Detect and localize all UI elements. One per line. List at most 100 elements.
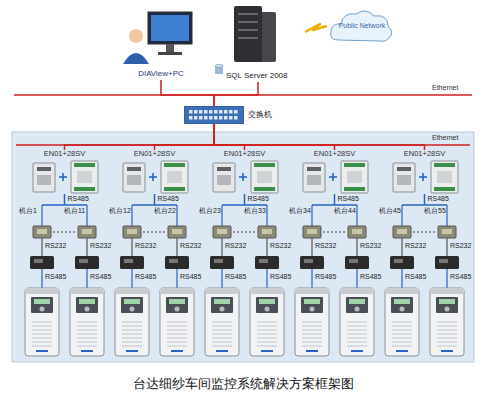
rs485-drop — [424, 194, 426, 205]
controller-node: EN01+28SV — [389, 150, 461, 194]
server-bay — [238, 29, 258, 30]
inverter-display — [169, 299, 185, 304]
controller-node: EN01+28SV — [299, 150, 371, 194]
plc-face — [77, 171, 92, 183]
plc-28sv — [251, 161, 278, 193]
switch-port — [214, 116, 218, 120]
inverter-grill — [257, 334, 277, 335]
inverter-top — [160, 288, 194, 294]
inverter-grill — [212, 334, 232, 335]
plus-sign — [152, 173, 154, 181]
switch-port — [209, 110, 213, 114]
plc-unit — [390, 256, 414, 269]
inverter-body — [385, 288, 419, 356]
bus-label: RS232 — [450, 242, 471, 250]
inverter-grill — [347, 338, 367, 339]
switch-port — [224, 116, 228, 120]
converter — [393, 226, 411, 238]
server-node: SQL Server 2008 — [212, 4, 304, 82]
plc-unit — [435, 256, 459, 269]
inverter-logo — [261, 350, 273, 352]
controller-node: EN01+28SV — [209, 150, 281, 194]
inverter-body — [250, 288, 284, 356]
bus-label: RS232 — [405, 242, 426, 250]
plc-terminals — [164, 163, 185, 167]
inverter-top — [340, 288, 374, 294]
rs232-wire — [356, 238, 357, 256]
inverter-logo — [36, 350, 48, 352]
rs485-bus — [42, 204, 87, 206]
switch-port — [209, 116, 213, 120]
inverter-knob — [400, 307, 405, 312]
monitor-base — [158, 52, 182, 55]
inverter-grill — [257, 330, 277, 331]
converter — [78, 226, 96, 238]
inverter-grill — [347, 334, 367, 335]
plc-unit — [120, 256, 144, 269]
plc-unit — [75, 256, 99, 269]
converter — [168, 226, 186, 238]
plc-terminals — [434, 163, 455, 167]
rs232-wire — [41, 238, 42, 256]
node-text: SQL Server 2008 — [226, 71, 288, 80]
dotted-link — [233, 232, 256, 233]
wireless-link — [305, 24, 327, 32]
inverter-knob — [265, 307, 270, 312]
inverter-grill — [77, 322, 97, 323]
plc-28sv — [341, 161, 368, 193]
switch-port — [199, 110, 203, 114]
inverter-grill — [392, 346, 412, 347]
inverter-grill — [122, 342, 142, 343]
plus-sign — [422, 173, 424, 181]
inverter-keypad — [121, 297, 143, 313]
inverter-grill — [437, 322, 457, 323]
inverter-knob — [40, 307, 45, 312]
machine-label: 机台45 — [379, 207, 401, 215]
rs232-wire — [176, 238, 177, 256]
plc-terminals — [164, 187, 185, 191]
inverter-logo — [396, 350, 408, 352]
inverter-top — [115, 288, 149, 294]
inverter-keypad — [436, 297, 458, 313]
inverter-grill — [257, 338, 277, 339]
inverter-logo — [216, 350, 228, 352]
converter-face — [37, 229, 47, 234]
inverter-grill — [122, 326, 142, 327]
inverter-grill — [302, 330, 322, 331]
switch-port — [194, 110, 198, 114]
node-text: 交换机 — [248, 110, 272, 119]
rs485-drop — [244, 194, 246, 205]
converter — [213, 226, 231, 238]
plc-unit — [255, 256, 279, 269]
inverter-logo — [306, 350, 318, 352]
inverter-grill — [392, 334, 412, 335]
plc-unit — [345, 256, 369, 269]
inverter-keypad — [346, 297, 368, 313]
rs485-wire — [356, 269, 357, 288]
switch-port — [219, 110, 223, 114]
rs485-wire — [401, 269, 402, 288]
plc-28sv — [431, 161, 458, 193]
node-text: EN01+28SV — [224, 150, 266, 159]
person-body — [123, 53, 149, 64]
inverter-body — [70, 288, 104, 356]
en01-stripe — [217, 175, 231, 185]
en01-module — [33, 163, 55, 192]
en01-stripe — [37, 175, 51, 185]
rs485-wire — [176, 205, 177, 226]
database-icon — [215, 64, 223, 67]
node-text: EN01+28SV — [314, 150, 356, 159]
plus-sign — [242, 173, 244, 181]
plus-sign — [332, 173, 334, 181]
node-text: EN01+28SV — [404, 150, 446, 159]
workstation-node: DIAView+PC — [118, 6, 204, 80]
rs485-bus — [402, 204, 447, 206]
rs485-drop — [64, 194, 66, 205]
inverter-grill — [77, 342, 97, 343]
rs232-wire — [86, 238, 87, 256]
inverter-keypad — [76, 297, 98, 313]
monitor-stand — [166, 44, 174, 52]
inverter-grill — [32, 334, 52, 335]
bus-label: RS232 — [180, 242, 201, 250]
